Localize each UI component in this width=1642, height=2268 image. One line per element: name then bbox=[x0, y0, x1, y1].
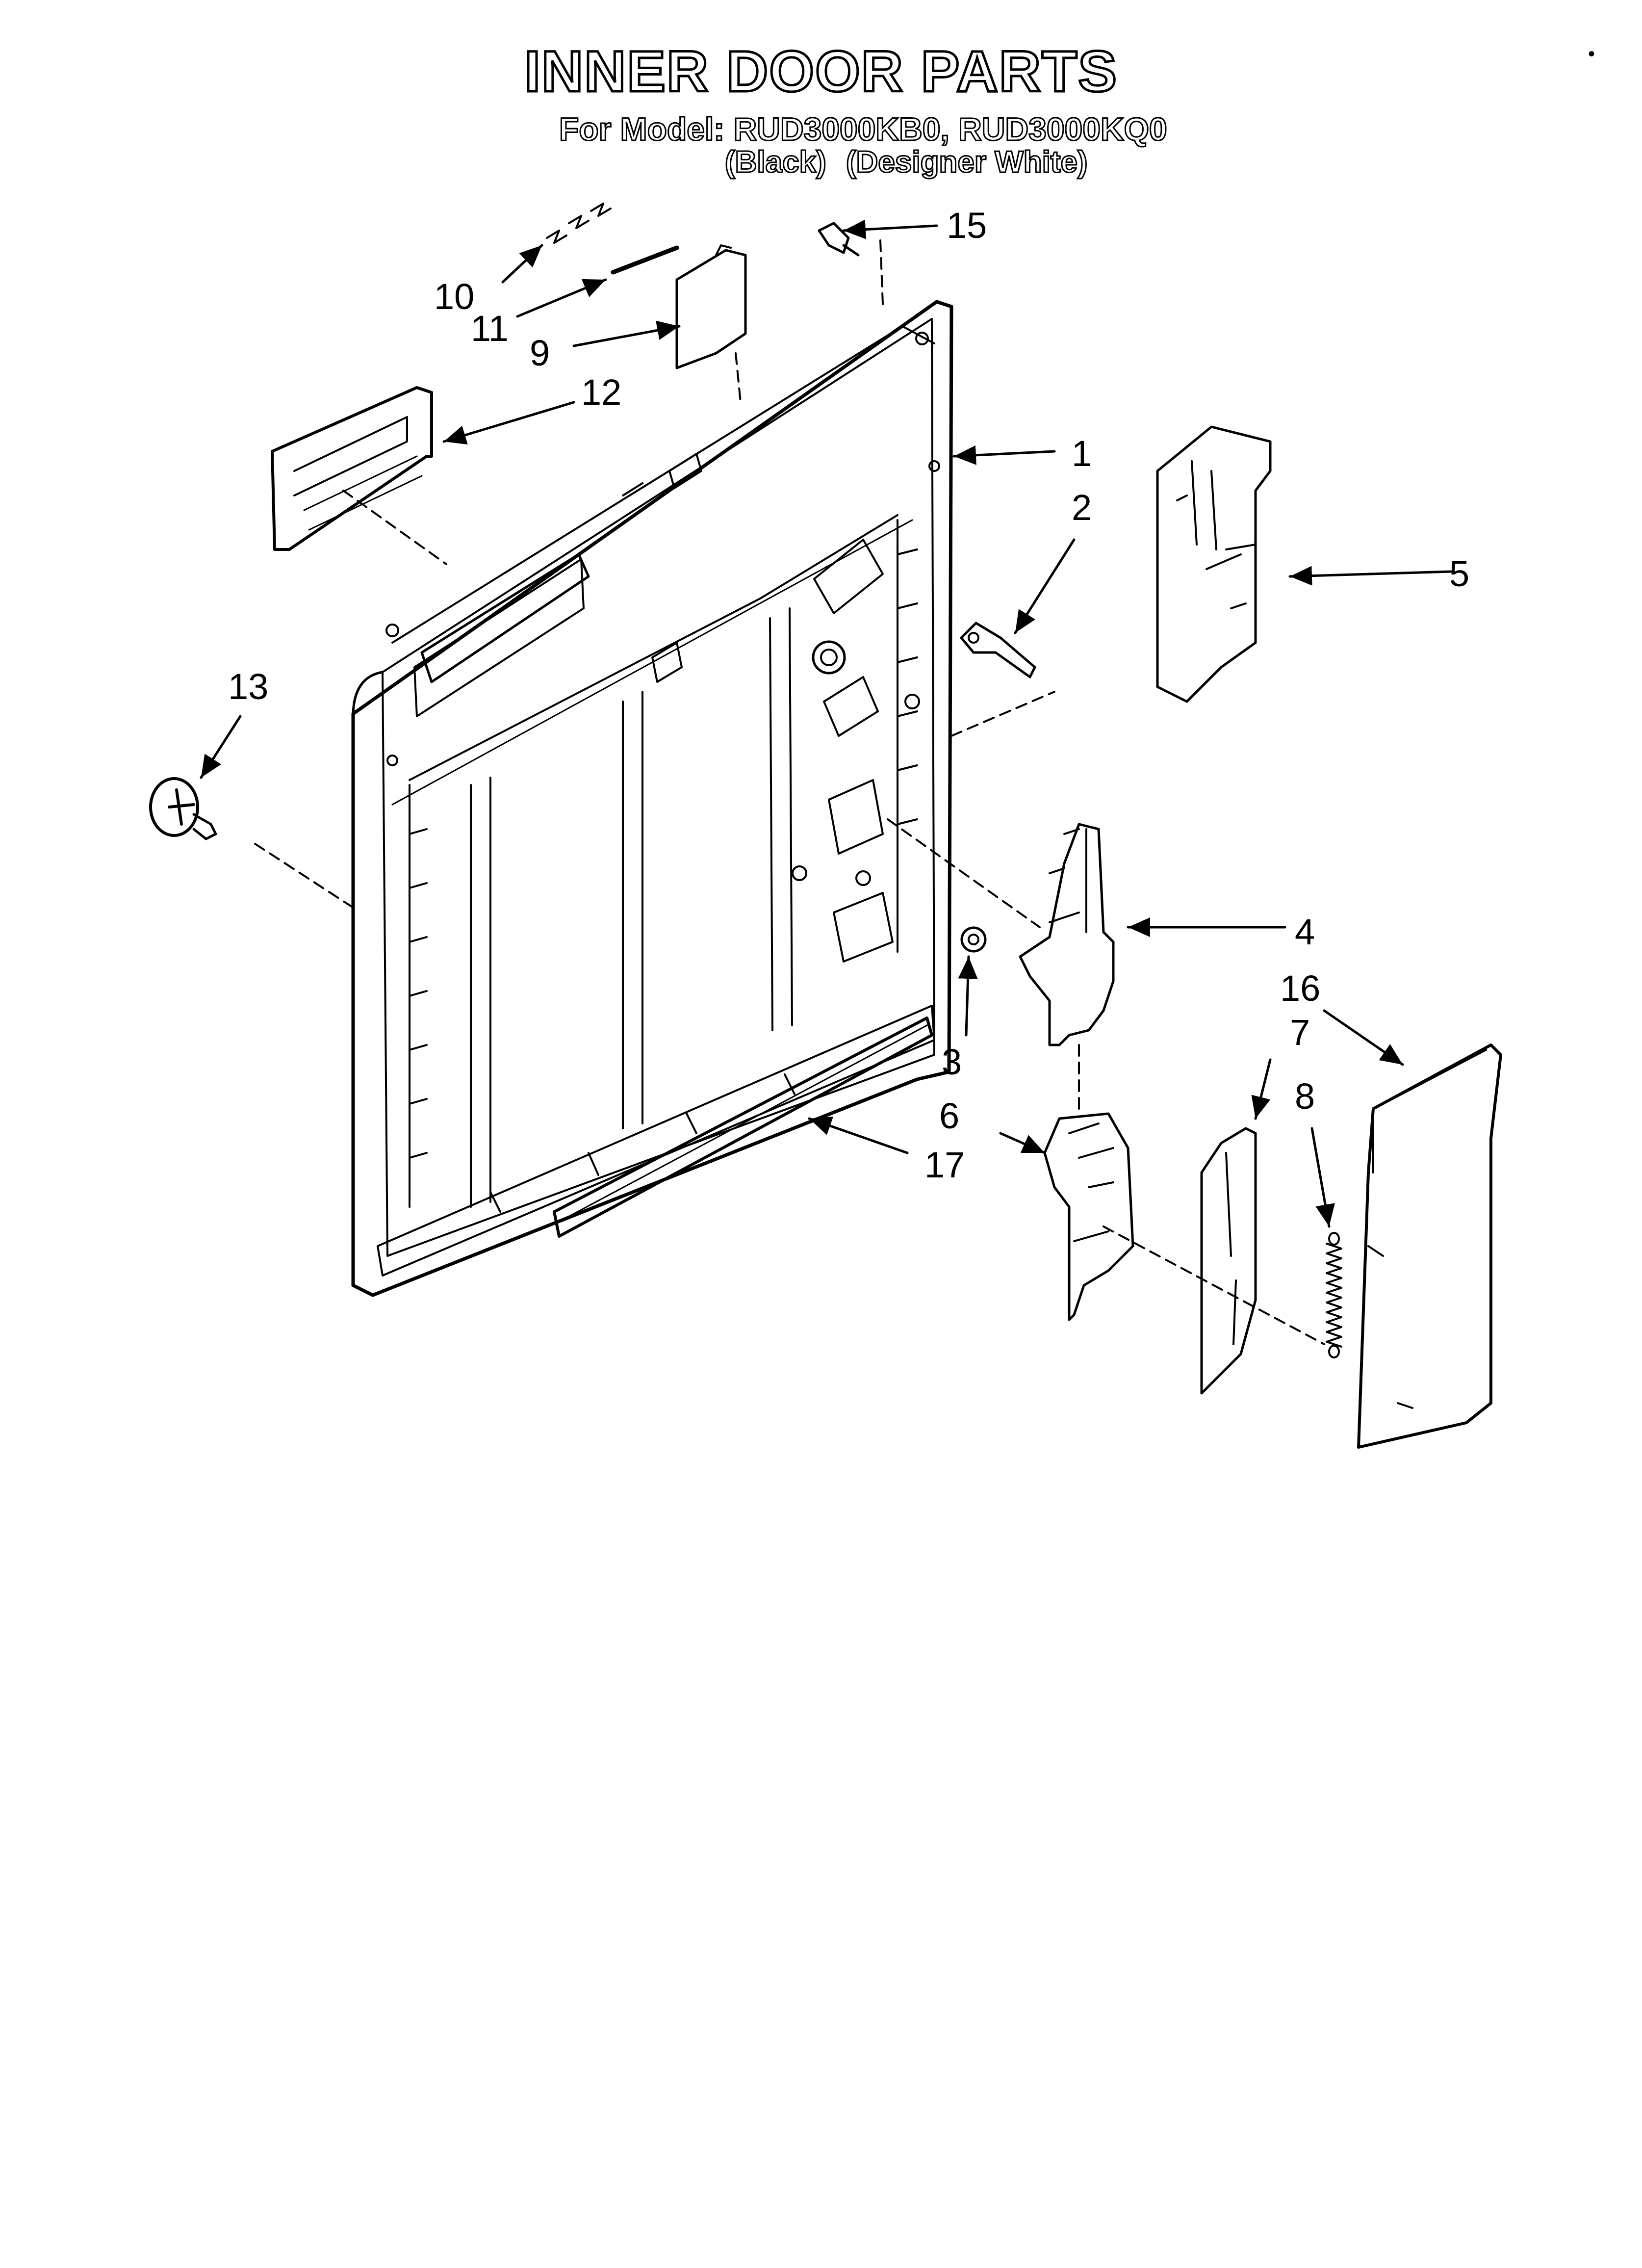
callout-8: 8 bbox=[1295, 1076, 1315, 1117]
model-line: For Model: RUD3000KB0, RUD3000KQ0 bbox=[559, 110, 1168, 148]
variant-white-label: (Designer White) bbox=[846, 145, 1089, 180]
callout-13: 13 bbox=[228, 666, 268, 707]
callout-17: 17 bbox=[924, 1145, 965, 1185]
callout-6: 6 bbox=[939, 1095, 959, 1136]
callout-numbers: 1 2 3 4 5 6 7 8 9 10 11 12 13 15 16 17 bbox=[228, 205, 1469, 1185]
cover-plate bbox=[675, 244, 747, 369]
callout-16: 16 bbox=[1280, 968, 1320, 1009]
corner-mark: • bbox=[1588, 43, 1595, 65]
side-panel bbox=[1357, 1043, 1502, 1449]
callout-15: 15 bbox=[947, 205, 987, 246]
callout-12: 12 bbox=[581, 372, 621, 413]
variant-black-label: (Black) bbox=[724, 145, 827, 180]
knob bbox=[149, 777, 217, 840]
alignment-lines bbox=[254, 239, 1325, 1345]
callout-10: 10 bbox=[434, 276, 474, 317]
screw bbox=[818, 222, 860, 257]
handle bbox=[271, 386, 433, 551]
callout-7: 7 bbox=[1290, 1012, 1310, 1053]
spring bbox=[1326, 1232, 1342, 1358]
callout-5: 5 bbox=[1449, 553, 1469, 594]
callout-1: 1 bbox=[1072, 433, 1092, 474]
rod bbox=[611, 245, 679, 275]
latch-housing bbox=[1156, 425, 1272, 703]
callout-3: 3 bbox=[942, 1042, 962, 1082]
small-springs bbox=[546, 203, 612, 244]
slide-plate bbox=[1200, 1127, 1257, 1395]
bottom-strip bbox=[553, 1017, 933, 1238]
callout-9: 9 bbox=[530, 333, 550, 373]
latch-bracket-upper bbox=[1019, 823, 1115, 1046]
inner-door-panel bbox=[351, 300, 953, 1297]
latch-pin bbox=[960, 622, 1036, 678]
nut bbox=[960, 926, 987, 953]
callout-11: 11 bbox=[471, 308, 509, 349]
page-title: INNER DOOR PARTS bbox=[523, 38, 1118, 105]
callout-4: 4 bbox=[1295, 912, 1315, 952]
latch-bracket-lower bbox=[1043, 1112, 1134, 1321]
callout-arrows bbox=[200, 219, 1453, 1228]
callout-2: 2 bbox=[1072, 487, 1092, 528]
